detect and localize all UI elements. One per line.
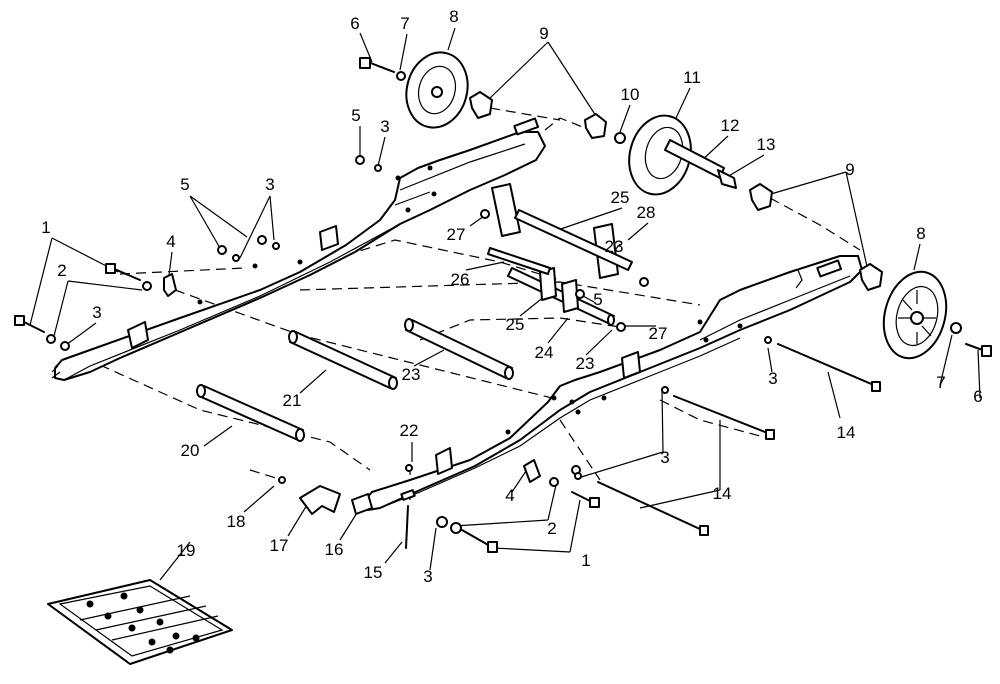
callout-c4b: 4 <box>505 486 514 505</box>
callout-c3e: 3 <box>660 448 669 467</box>
callout-c5a: 5 <box>180 175 189 194</box>
callout-c6a: 6 <box>350 14 359 33</box>
callout-c19: 19 <box>177 541 196 560</box>
callout-c8a: 8 <box>449 7 458 26</box>
cross-shafts <box>196 318 514 442</box>
center-axle-assembly <box>480 183 649 332</box>
callout-c24: 24 <box>535 343 554 362</box>
callout-c6b: 6 <box>973 387 982 406</box>
leader-lines <box>29 27 981 581</box>
callout-c1a: 1 <box>41 218 50 237</box>
callout-c3b: 3 <box>265 175 274 194</box>
callout-c3c: 3 <box>380 117 389 136</box>
callout-c25b: 25 <box>506 315 525 334</box>
callout-c23b: 23 <box>402 365 421 384</box>
callout-c23c: 23 <box>576 354 595 373</box>
callout-c18: 18 <box>227 512 246 531</box>
callout-c13: 13 <box>757 135 776 154</box>
callout-c23a: 23 <box>605 237 624 256</box>
callout-c10: 10 <box>621 85 640 104</box>
callout-c22: 22 <box>400 421 419 440</box>
callout-c2b: 2 <box>547 519 556 538</box>
callout-c27b: 27 <box>649 324 668 343</box>
callout-c5b: 5 <box>351 106 360 125</box>
callout-c3a: 3 <box>92 303 101 322</box>
right-rail <box>364 255 863 511</box>
callout-c14a: 14 <box>837 423 856 442</box>
callout-c21: 21 <box>283 391 302 410</box>
callout-labels: 1122333333445556677889910111213141415161… <box>41 7 982 586</box>
callout-c7b: 7 <box>936 373 945 392</box>
bolts <box>14 57 992 553</box>
callout-c16: 16 <box>325 540 344 559</box>
callout-c3f: 3 <box>423 567 432 586</box>
callout-c5c: 5 <box>593 290 602 309</box>
left-rail <box>51 117 546 381</box>
idler-wheels <box>405 51 962 360</box>
callout-c17: 17 <box>270 536 289 555</box>
callout-c9b: 9 <box>845 160 854 179</box>
callout-c14b: 14 <box>713 484 732 503</box>
bumper-parts <box>278 476 373 515</box>
callout-c4a: 4 <box>166 232 175 251</box>
callout-c20: 20 <box>181 441 200 460</box>
track-clip <box>47 579 233 665</box>
callout-c25a: 25 <box>611 188 630 207</box>
callout-c2a: 2 <box>57 261 66 280</box>
callout-c28: 28 <box>637 203 656 222</box>
callout-c26: 26 <box>451 270 470 289</box>
callout-c27a: 27 <box>447 225 466 244</box>
callout-c3d: 3 <box>768 369 777 388</box>
callout-c11: 11 <box>683 68 701 87</box>
callout-c12: 12 <box>721 116 740 135</box>
callout-c8b: 8 <box>916 224 925 243</box>
callout-c9a: 9 <box>539 24 548 43</box>
callout-c15: 15 <box>364 563 383 582</box>
callout-c7a: 7 <box>400 14 409 33</box>
callout-c1b: 1 <box>581 551 590 570</box>
